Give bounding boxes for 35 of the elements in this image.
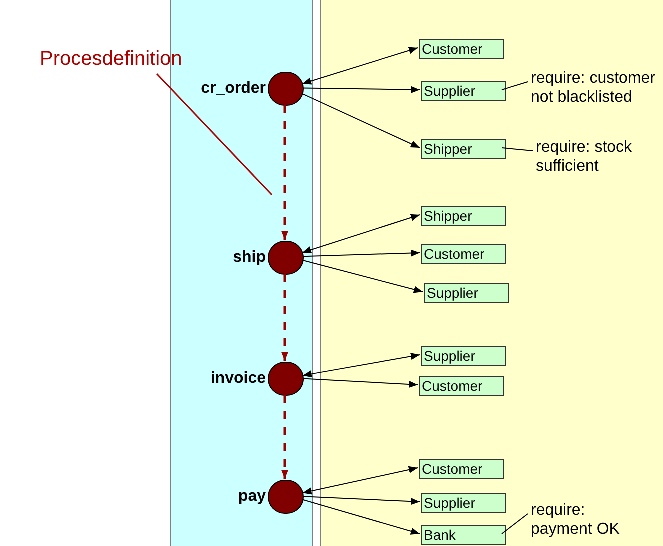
annotation-text: Procesdefinition xyxy=(40,46,205,74)
step-label: pay xyxy=(238,487,266,507)
role-box: Shipper xyxy=(421,206,506,226)
role-box: Shipper xyxy=(421,139,506,159)
arrow xyxy=(281,274,289,361)
role-box: Customer xyxy=(419,459,504,479)
note-text: require: stock sufficient xyxy=(536,138,661,180)
role-box: Supplier xyxy=(424,283,509,303)
role-box: Supplier xyxy=(421,346,506,366)
arrow xyxy=(302,86,420,94)
arrow xyxy=(302,250,420,258)
arrow xyxy=(302,496,420,506)
arrow xyxy=(302,260,424,294)
arrow xyxy=(301,93,420,148)
arrow xyxy=(302,378,418,388)
arrow xyxy=(302,353,420,378)
step-label: invoice xyxy=(210,369,266,389)
step-label: cr_order xyxy=(201,79,266,99)
arrow xyxy=(302,214,420,254)
arrow xyxy=(302,47,418,85)
role-box: Customer xyxy=(421,244,506,264)
arrow xyxy=(281,395,289,479)
arrow xyxy=(302,466,418,495)
step-label: ship xyxy=(233,248,266,268)
role-box: Supplier xyxy=(421,493,506,513)
role-box: Supplier xyxy=(421,81,506,101)
arrow xyxy=(302,499,420,535)
role-box: Customer xyxy=(419,376,504,396)
role-box: Bank xyxy=(421,525,506,545)
note-text: require: payment OK xyxy=(531,501,651,545)
note-text: require: customer not blacklisted xyxy=(531,69,659,131)
leader-line xyxy=(156,73,273,196)
role-box: Customer xyxy=(419,39,504,59)
swimlane-panel xyxy=(320,0,663,546)
arrow xyxy=(281,105,289,240)
